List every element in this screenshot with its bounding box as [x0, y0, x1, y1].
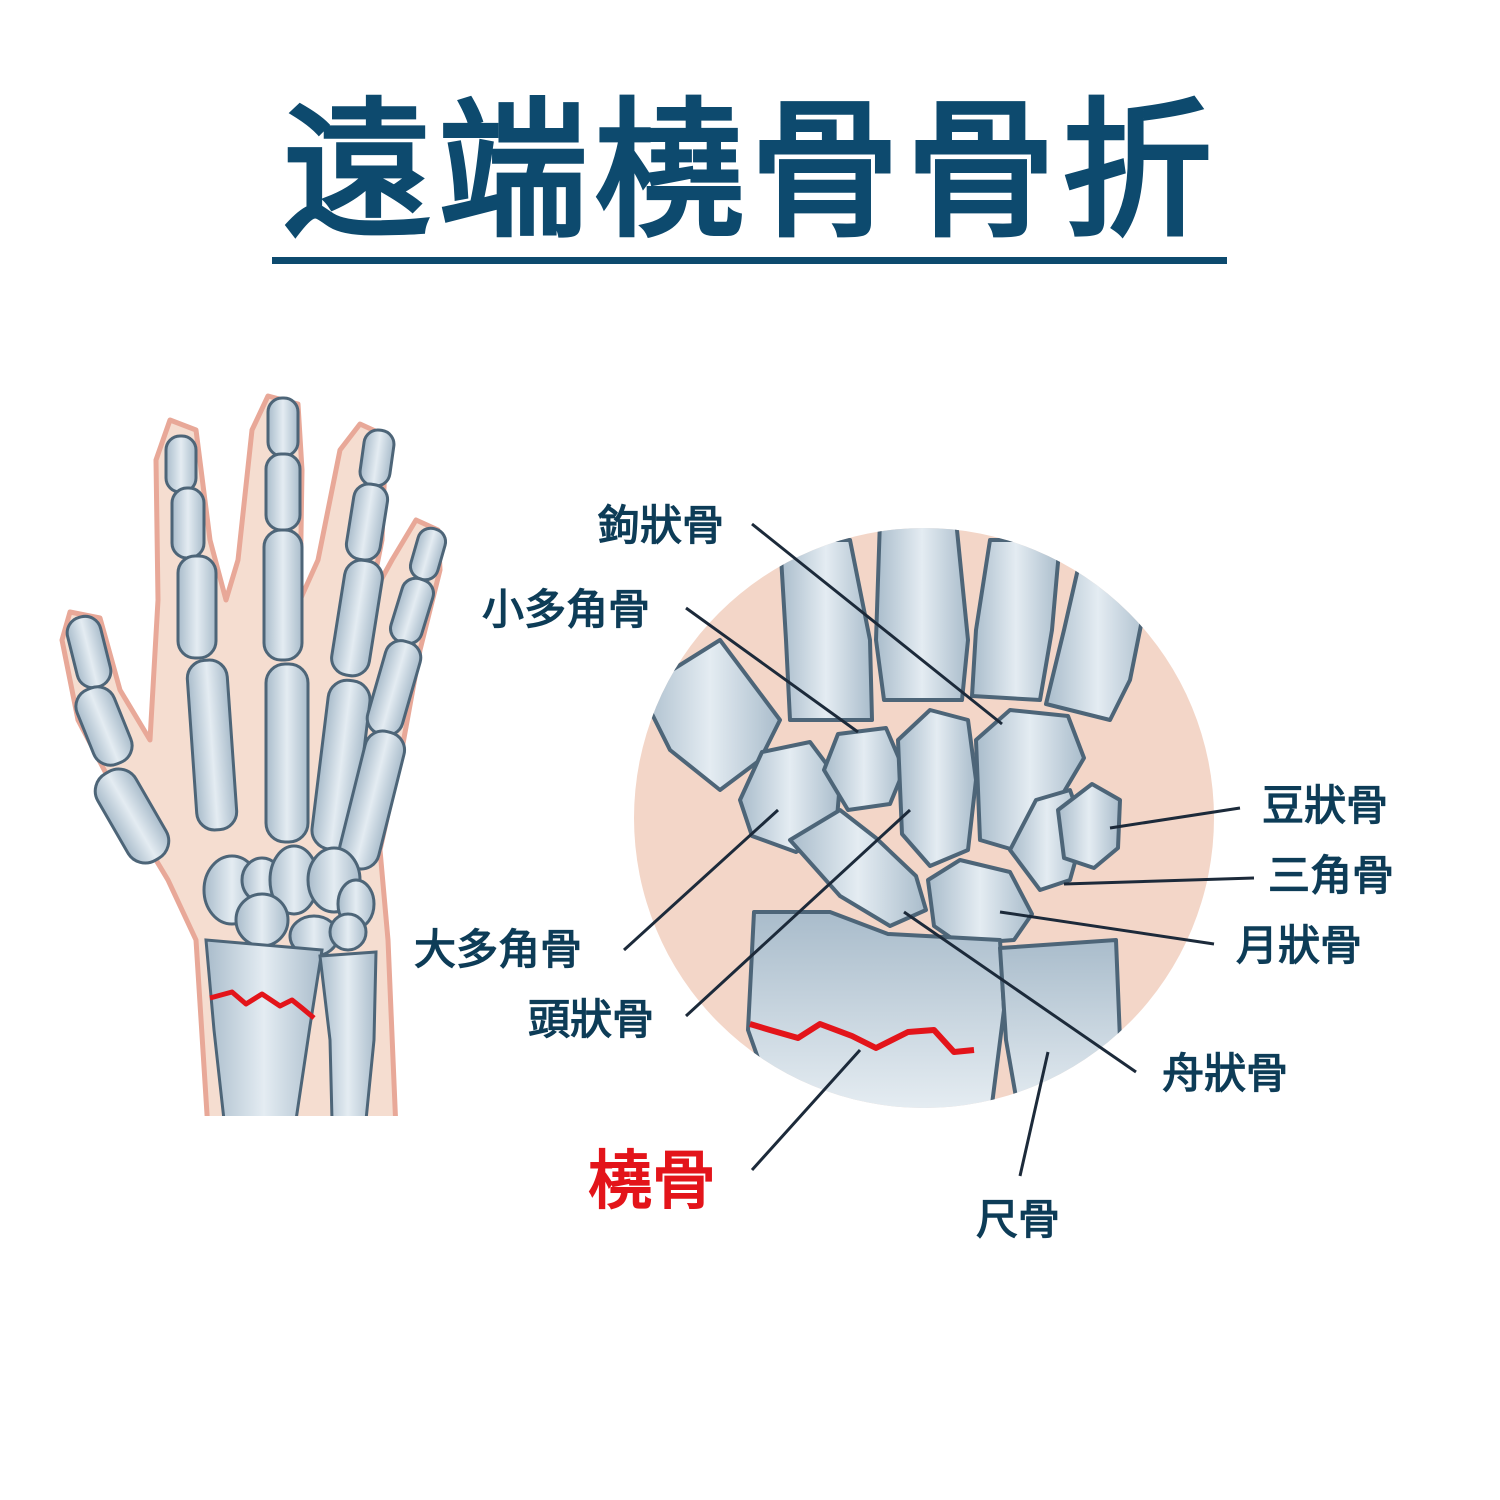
label-pisiform: 豆狀骨 [1262, 781, 1389, 830]
label-trapezium: 大多角骨 [414, 925, 583, 974]
label-hamate: 鉤狀骨 [598, 501, 725, 550]
label-radius: 橈骨 [588, 1145, 716, 1219]
label-trapezoid: 小多角骨 [482, 585, 651, 634]
label-scaphoid: 舟狀骨 [1162, 1049, 1289, 1098]
hamate-bone [974, 708, 1086, 852]
title-underline [272, 257, 1227, 264]
label-lunate: 月狀骨 [1236, 921, 1363, 970]
label-triquetrum: 三角骨 [1268, 851, 1395, 900]
ulna-bone [998, 938, 1122, 1108]
radius-fracture-line [749, 1021, 975, 1055]
scaphoid-bone [788, 808, 928, 928]
capitate-bone [896, 708, 978, 868]
label-ulna: 尺骨 [976, 1195, 1061, 1244]
lunate-bone [926, 858, 1034, 946]
radius-bone [746, 910, 1006, 1108]
label-capitate: 頭狀骨 [528, 995, 655, 1044]
pisiform-bone [1056, 782, 1122, 870]
page-title: 遠端橈骨骨折 [281, 85, 1218, 259]
leader-lines [622, 522, 1255, 1177]
wrist-zoom [634, 528, 1214, 1108]
hand-fracture-line [209, 989, 316, 1020]
hand-illustration [59, 393, 448, 1146]
